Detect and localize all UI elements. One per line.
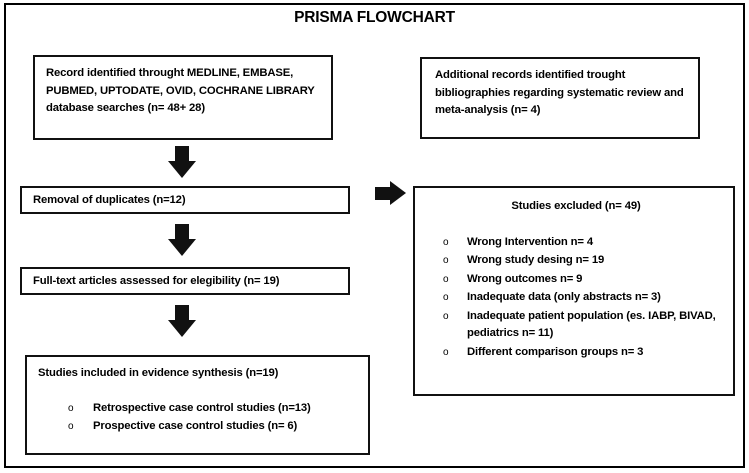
arrow-shaft [375,187,392,200]
list-item: Wrong outcomes n= 9 [423,271,725,289]
box-records-identified: Record identified throught MEDLINE, EMBA… [33,55,333,140]
list-item: Wrong Intervention n= 4 [423,234,725,252]
arrow-head [168,320,196,337]
arrow-shaft [175,305,189,322]
box-removal-of-duplicates: Removal of duplicates (n=12) [20,186,350,214]
page-title: PRISMA FLOWCHART [294,9,455,26]
list-item: Prospective case control studies (n= 6) [38,418,358,436]
box-fulltext-assessed-text: Full-text articles assessed for elegibil… [33,275,280,287]
list-item: Inadequate patient population (es. IABP,… [423,308,725,343]
list-item: Retrospective case control studies (n=13… [38,400,358,418]
box-additional-records: Additional records identified trought bi… [420,57,700,139]
arrow-head [390,181,406,205]
box-fulltext-assessed: Full-text articles assessed for elegibil… [20,267,350,295]
box-records-identified-text: Record identified throught MEDLINE, EMBA… [46,67,315,114]
list-item: Wrong study desing n= 19 [423,252,725,270]
box-studies-excluded: Studies excluded (n= 49) Wrong Intervent… [413,186,735,396]
studies-included-list: Retrospective case control studies (n=13… [38,400,358,436]
arrow-head [168,239,196,256]
arrow-shaft [175,224,189,241]
list-item: Inadequate data (only abstracts n= 3) [423,289,725,307]
arrow-shaft [175,146,189,163]
arrow-head [168,161,196,178]
box-removal-of-duplicates-text: Removal of duplicates (n=12) [33,194,186,206]
box-studies-included-heading: Studies included in evidence synthesis (… [38,367,279,379]
box-additional-records-text: Additional records identified trought bi… [435,69,684,116]
box-studies-excluded-heading: Studies excluded (n= 49) [511,200,641,212]
box-studies-included: Studies included in evidence synthesis (… [25,355,370,455]
studies-excluded-list: Wrong Intervention n= 4Wrong study desin… [423,234,725,362]
list-item: Different comparison groups n= 3 [423,344,725,362]
